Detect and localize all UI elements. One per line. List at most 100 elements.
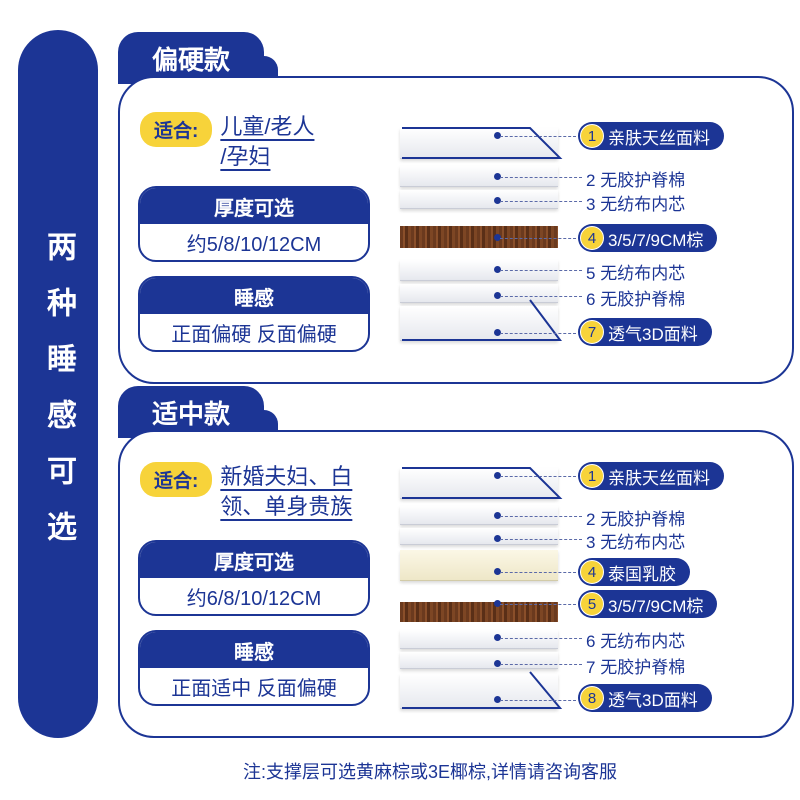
mattress-layer-7 — [400, 306, 558, 341]
suitable-line-2: /孕妇 — [220, 144, 271, 169]
suitable-line-2: 领、单身贵族 — [220, 494, 353, 519]
layer-dot — [494, 512, 501, 519]
layer-number: 2 — [586, 171, 596, 190]
layer-text: 无纺布内芯 — [600, 264, 686, 283]
suitable-text: 儿童/老人 /孕妇 — [212, 112, 314, 172]
layer-label-3: 3 无纺布内芯 — [586, 528, 685, 553]
layer-number: 7 — [586, 658, 596, 677]
layer-number: 3 — [586, 195, 596, 214]
layer-dot — [494, 292, 501, 299]
mattress-layer-2 — [400, 166, 558, 187]
suitable-row: 适合: 儿童/老人 /孕妇 — [140, 112, 314, 172]
section-tab-hard: 偏硬款 — [118, 32, 279, 84]
layer-label-2: 2 无胶护脊棉 — [586, 505, 685, 530]
layer-label-5: 5 3/5/7/9CM棕 — [578, 590, 718, 618]
layer-label-7: 7 透气3D面料 — [578, 318, 712, 346]
layer-label-5: 5 无纺布内芯 — [586, 259, 685, 284]
lead-line — [500, 201, 582, 202]
layer-dot — [494, 132, 501, 139]
lead-line — [500, 700, 576, 701]
thickness-value: 约6/8/10/12CM — [186, 587, 322, 610]
layer-number: 4 — [580, 560, 604, 584]
lead-line — [500, 177, 582, 178]
feel-title: 睡感 — [140, 278, 368, 314]
mattress-layer-6 — [400, 630, 558, 649]
layer-number: 6 — [586, 632, 596, 651]
layer-number: 1 — [580, 124, 604, 148]
lead-line — [500, 604, 576, 605]
lead-line — [500, 238, 576, 239]
lead-line — [500, 333, 576, 334]
layer-label-2: 2 无胶护脊棉 — [586, 166, 685, 191]
suitable-line-1: 儿童/老人 — [220, 114, 315, 139]
layer-label-1: 1 亲肤天丝面料 — [578, 462, 724, 490]
lead-line — [500, 270, 582, 271]
mattress-layer-3 — [400, 190, 558, 209]
footnote: 注:支撑层可选黄麻棕或3E椰棕,详情请咨询客服 — [242, 762, 618, 782]
lead-line — [500, 136, 576, 137]
layer-text: 无胶护脊棉 — [600, 171, 686, 190]
side-title: 两种睡感可选 — [42, 231, 75, 567]
layer-dot — [494, 660, 501, 667]
suitable-row: 适合: 新婚夫妇、白 领、单身贵族 — [140, 462, 352, 522]
lead-line — [500, 296, 582, 297]
layer-dot — [494, 472, 501, 479]
layer-label-4: 4 泰国乳胶 — [578, 558, 690, 586]
mattress-layer-6 — [400, 284, 558, 303]
layer-label-4: 4 3/5/7/9CM棕 — [578, 224, 718, 252]
side-title-pill: 两种睡感可选 — [18, 30, 98, 738]
layer-text: 亲肤天丝面料 — [608, 128, 710, 148]
lead-line — [500, 539, 582, 540]
mattress-layer-3 — [400, 528, 558, 545]
mattress-layer-2 — [400, 506, 558, 525]
layer-text: 无胶护脊棉 — [600, 658, 686, 677]
layer-text: 泰国乳胶 — [608, 564, 676, 584]
layer-number: 8 — [580, 686, 604, 710]
lead-line — [500, 516, 582, 517]
lead-line — [500, 664, 582, 665]
layer-dot — [494, 329, 501, 336]
layer-dot — [494, 600, 501, 607]
layer-text: 透气3D面料 — [608, 690, 698, 710]
layer-number: 4 — [580, 226, 604, 250]
suitable-badge: 适合: — [140, 112, 213, 147]
thickness-title: 厚度可选 — [140, 542, 368, 578]
thickness-card: 厚度可选 约5/8/10/12CM — [138, 186, 370, 262]
layer-text: 3/5/7/9CM棕 — [608, 596, 704, 616]
layer-number: 3 — [586, 533, 596, 552]
suitable-text: 新婚夫妇、白 领、单身贵族 — [212, 462, 352, 522]
layer-number: 5 — [586, 264, 596, 283]
layer-text: 3/5/7/9CM棕 — [608, 230, 704, 250]
layer-number: 1 — [580, 464, 604, 488]
mattress-layer-4-coir — [400, 226, 558, 248]
thickness-value: 约5/8/10/12CM — [186, 233, 322, 256]
mattress-layer-5 — [400, 260, 558, 281]
suitable-line-1: 新婚夫妇、白 — [220, 464, 353, 489]
layer-number: 5 — [580, 592, 604, 616]
layer-label-3: 3 无纺布内芯 — [586, 190, 685, 215]
layer-dot — [494, 568, 501, 575]
layer-number: 7 — [580, 320, 604, 344]
layer-number: 2 — [586, 510, 596, 529]
lead-line — [500, 476, 576, 477]
feel-card: 睡感 正面偏硬 反面偏硬 — [138, 276, 370, 352]
mattress-layer-4-latex — [400, 550, 558, 581]
layer-text: 亲肤天丝面料 — [608, 468, 710, 488]
layer-dot — [494, 535, 501, 542]
layer-dot — [494, 266, 501, 273]
layer-label-7: 7 无胶护脊棉 — [586, 653, 685, 678]
layer-dot — [494, 696, 501, 703]
feel-value: 正面适中 反面偏硬 — [171, 677, 337, 700]
lead-line — [500, 638, 582, 639]
lead-line — [500, 572, 576, 573]
thickness-title: 厚度可选 — [140, 188, 368, 224]
layer-number: 6 — [586, 290, 596, 309]
mattress-layer-1 — [400, 128, 558, 159]
layer-text: 无胶护脊棉 — [600, 290, 686, 309]
layer-text: 无纺布内芯 — [600, 632, 686, 651]
layer-dot — [494, 173, 501, 180]
section-tab-label: 偏硬款 — [152, 44, 231, 75]
layer-dot — [494, 634, 501, 641]
